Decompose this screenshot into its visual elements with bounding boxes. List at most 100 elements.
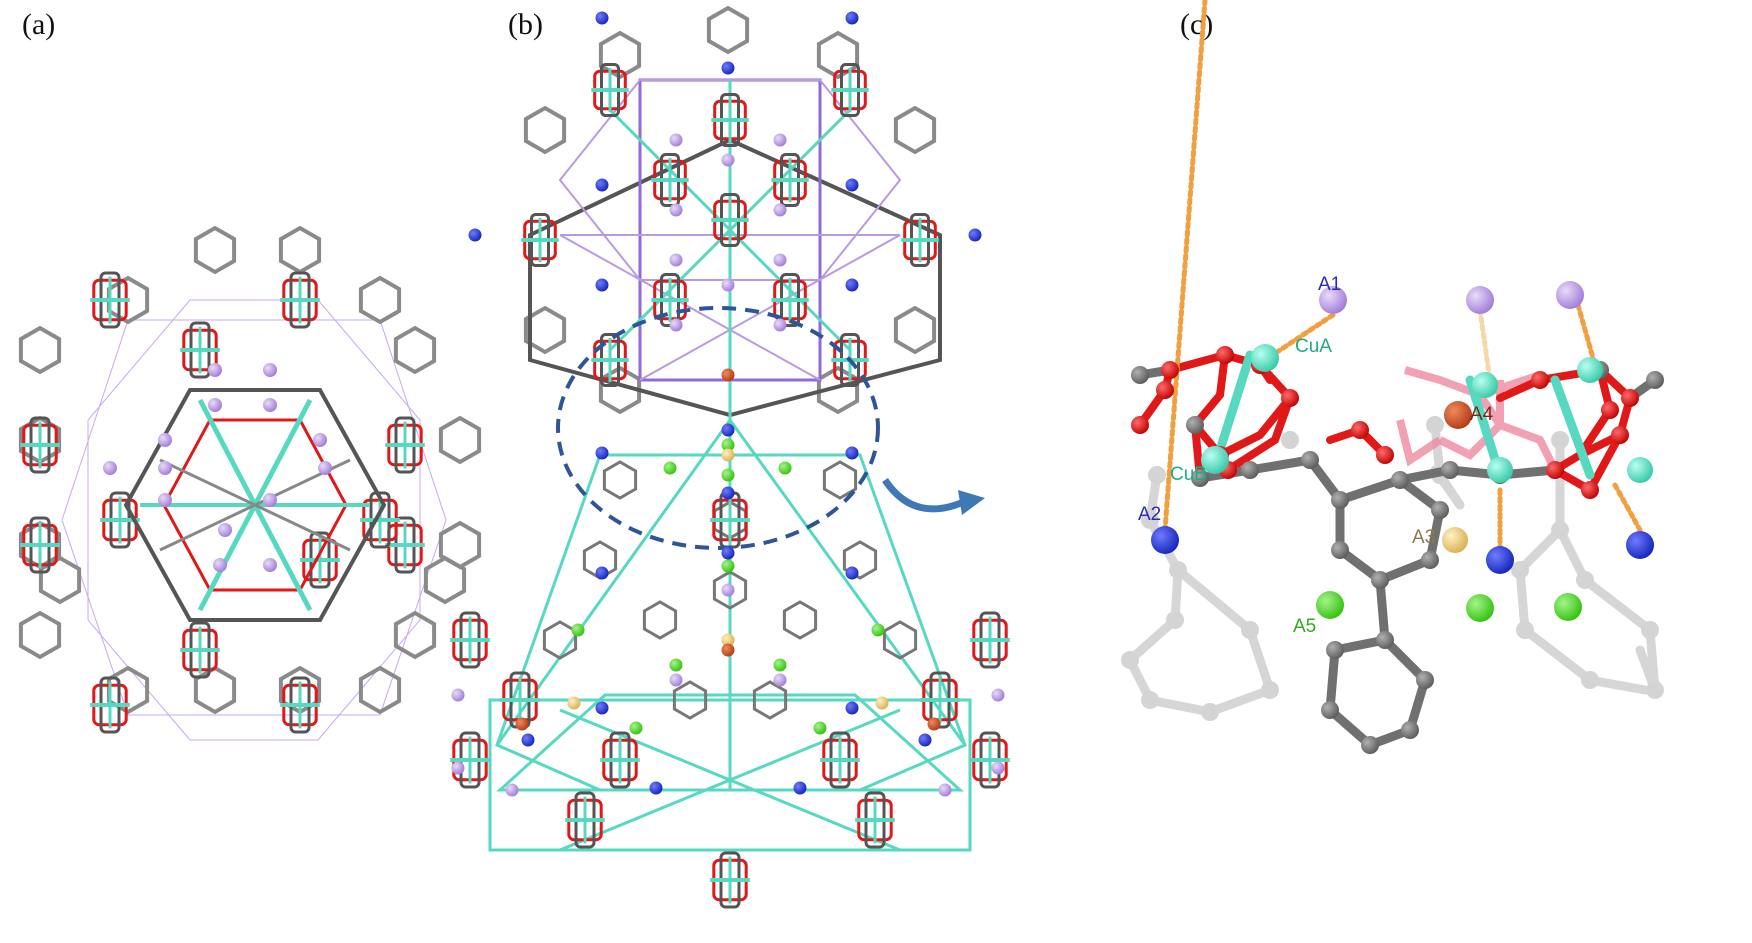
A2-site [721,423,735,437]
A2-site [595,446,609,460]
A1-site [669,673,683,687]
paddlewheel-cluster [180,621,220,679]
A5-site [1466,594,1494,622]
hexagon-ring [523,305,567,355]
faded-atom [1426,416,1444,434]
A1-site [938,783,952,797]
paddlewheel-cluster [820,731,860,789]
A2-site [721,486,735,500]
paddlewheel-cluster [180,321,220,379]
A1-site [773,203,787,217]
panel-a-inner-cage [123,388,387,622]
carbon-atom [1331,491,1349,509]
paddlewheel-cluster [300,531,340,589]
A2-site [521,733,535,747]
hexagon-ring [38,555,82,605]
A5-site [721,559,735,573]
A2-site [1151,526,1179,554]
hexagon-ring [193,665,237,715]
faded-atom [1641,621,1659,639]
panel-b-upper-cage [528,78,942,420]
paddlewheel-cluster [280,271,320,329]
panel-label-a: (a) [22,8,56,41]
paddlewheel-cluster [855,791,895,849]
A4-site [515,717,529,731]
copper-atom [1472,372,1498,398]
paddlewheel-cluster [710,851,750,909]
hexagon-ring [816,30,860,80]
A2-site [595,701,609,715]
A1-site [773,253,787,267]
A1-site [263,398,277,412]
A1-site [158,461,172,475]
paddlewheel-cluster [651,153,689,207]
paddlewheel-cluster [521,213,559,267]
A2-site [721,61,735,75]
paddlewheel-cluster [90,271,130,329]
A2-site [721,546,735,560]
faded-atom [1241,621,1259,639]
hexagon-ring [393,610,437,660]
hexagon-ring [193,225,237,275]
panel-a-A1-sites [103,363,332,572]
paddlewheel-cluster [711,93,749,147]
paddlewheel-cluster [20,416,60,474]
carbon-atom [1646,371,1664,389]
paddlewheel-cluster [771,153,809,207]
panel-a-framework [18,225,482,741]
panel-label-c: (c) [1180,8,1214,41]
A5-site [778,461,792,475]
carbon-atom [1421,551,1439,569]
carbon-atom [1391,471,1409,489]
faded-atom [1121,651,1139,669]
faded-atom [1551,521,1569,539]
paddlewheel-cluster [970,611,1010,669]
A5-site [871,623,885,637]
A1-site [263,363,277,377]
A3-site [1442,527,1468,553]
A1-site [721,278,735,292]
paddlewheel-cluster [280,676,320,734]
carbon-atom [1431,501,1449,519]
A1-site [318,461,332,475]
oxygen-atom [1131,416,1149,434]
A3-site [721,448,735,462]
faded-atom [1576,571,1594,589]
A1-site [991,688,1005,702]
paddlewheel-cluster [771,273,809,327]
A5-site [721,468,735,482]
carbon-atom [1371,571,1389,589]
paddlewheel-cluster [901,213,939,267]
paddlewheel-cluster [600,731,640,789]
A5-site [663,461,677,475]
A2-site [968,228,982,242]
A5-site [1316,591,1344,619]
paddlewheel-cluster [385,516,425,574]
panel-a-paddlewheel-clusters [20,271,425,734]
carbon-atom [1441,461,1459,479]
A1-site [721,153,735,167]
carbon-atom [1241,461,1259,479]
copper-atom-CuB [1201,446,1229,474]
A1-site [218,523,232,537]
A1-site [773,133,787,147]
A2-site [918,733,932,747]
A2-site [845,11,859,25]
panel-b-arrow [882,478,970,513]
panel-c-back-carboxylates [1396,366,1559,472]
hexagon-ring [842,540,878,580]
A1-site [773,673,787,687]
carbon-atom [1331,541,1349,559]
carbon-atom [1401,721,1419,739]
hexagon-ring [18,610,62,660]
A2-site [793,781,807,795]
hexagon-ring [523,105,567,155]
paddlewheel-cluster [565,791,605,849]
A1-site [1556,281,1584,309]
A1-site [721,583,735,597]
carbon-atom [1191,469,1209,487]
faded-atom [1281,431,1299,449]
oxygen-atom [1621,389,1639,407]
paddlewheel-cluster [450,611,490,669]
